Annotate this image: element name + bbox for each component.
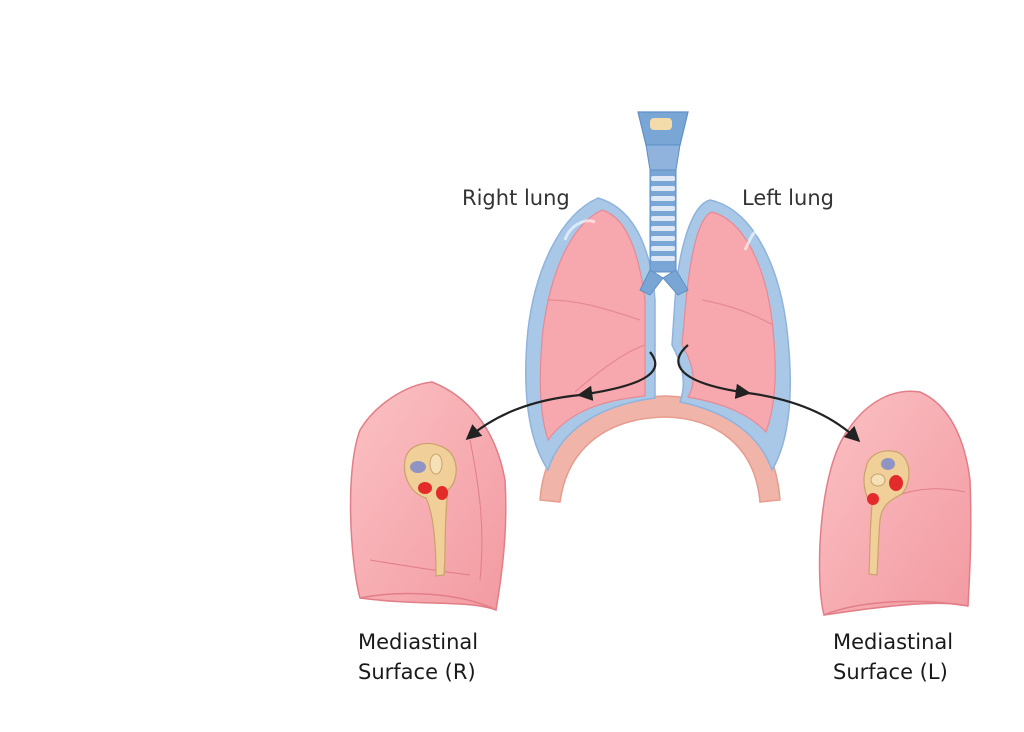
right-caption: Mediastinal Surface (R) <box>358 627 478 687</box>
left-caption-line1: Mediastinal <box>833 630 954 654</box>
left-hilum <box>863 450 910 576</box>
left-mediastinal-surface <box>818 390 972 616</box>
left-lung-label: Left lung <box>742 186 834 210</box>
left-caption-line2: Surface (L) <box>833 660 948 684</box>
right-lung-label: Right lung <box>462 186 570 210</box>
right-caption-line1: Mediastinal <box>358 630 479 654</box>
trachea <box>637 111 689 296</box>
left-lung <box>671 199 791 472</box>
right-caption-line2: Surface (R) <box>358 660 476 684</box>
right-mediastinal-surface <box>349 381 507 612</box>
left-caption: Mediastinal Surface (L) <box>833 627 953 687</box>
arrows <box>465 344 861 443</box>
right-hilum <box>403 442 457 577</box>
right-lung <box>525 197 656 472</box>
